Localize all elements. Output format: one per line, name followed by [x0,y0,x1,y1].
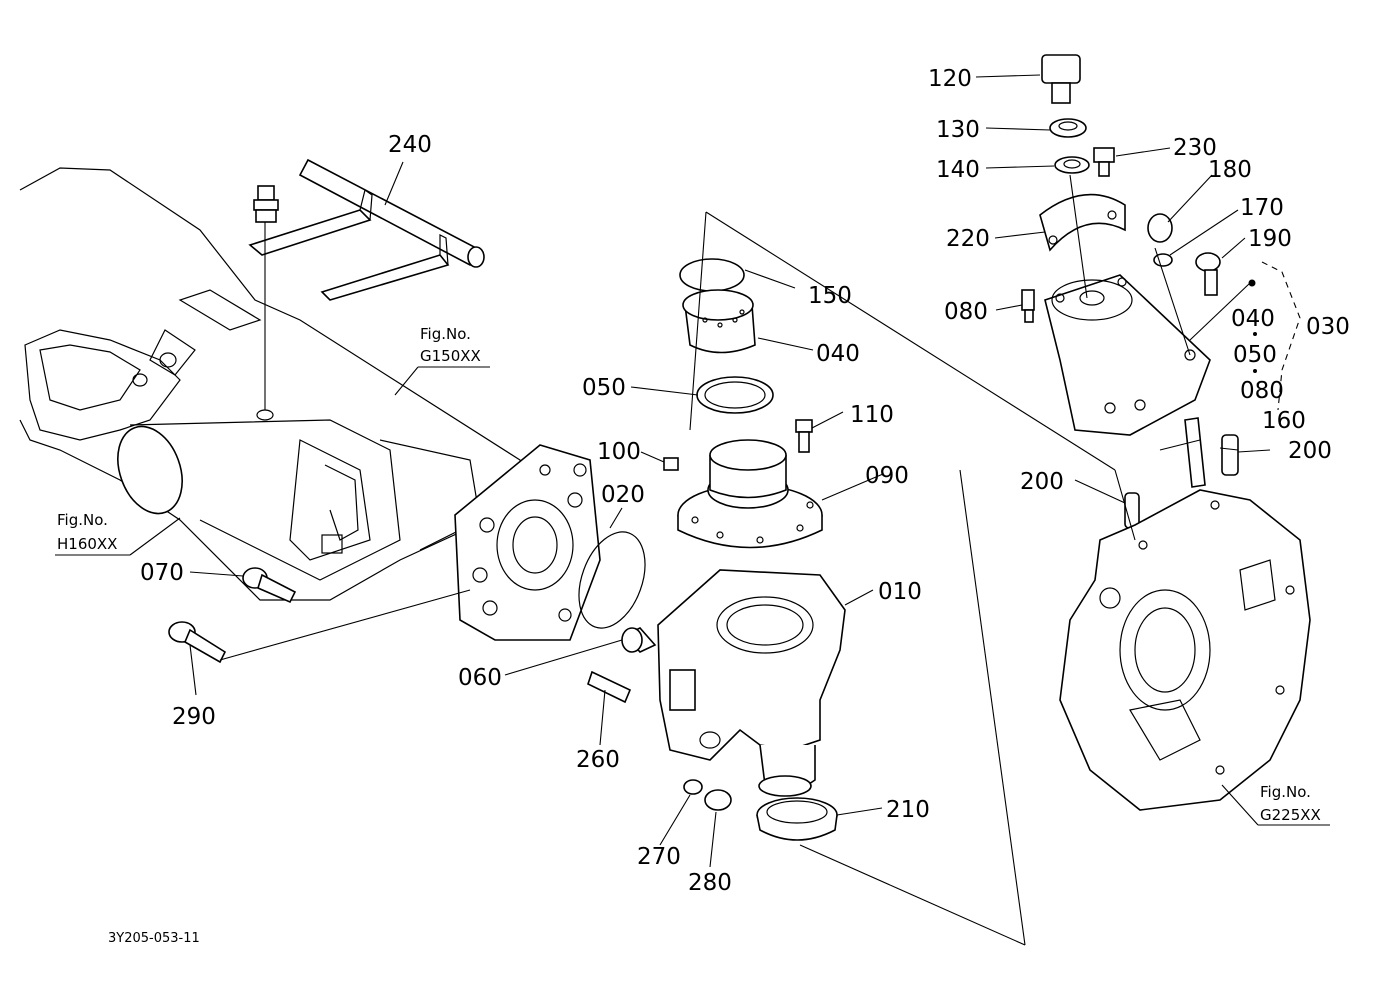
fig-ref-h160-line2: H160XX [57,535,117,553]
part-label-200-left: 200 [1020,469,1064,495]
part-label-210: 210 [886,797,930,823]
part-label-220: 220 [946,226,990,252]
part-label-080-upper: 080 [944,299,988,325]
part-label-060: 060 [458,665,502,691]
bracket-220-drawing [1039,193,1126,252]
part-label-090: 090 [865,463,909,489]
seal-210-drawing [756,797,838,841]
bracket-240-drawing [248,158,485,301]
part-label-280: 280 [688,870,732,896]
axle-housing-drawing [19,167,531,601]
part-label-010: 010 [878,579,922,605]
leader-lines [55,74,1330,946]
part-label-100: 100 [597,439,641,465]
stud-260-drawing [587,670,632,704]
fig-ref-g225-line1: Fig.No. [1260,783,1311,801]
part-label-040-right: 040 [1231,306,1275,332]
part-label-110: 110 [850,402,894,428]
part-label-180: 180 [1208,157,1252,183]
collar-180-drawing [1147,213,1173,243]
cap-150-drawing [679,258,745,292]
grease-nipple-080-drawing [1021,289,1035,323]
pin-200b-drawing [1221,434,1239,476]
part-label-030: 030 [1306,314,1350,340]
bolt-110-drawing [795,419,813,453]
part-label-230: 230 [1173,135,1217,161]
transmission-case-drawing [1059,489,1311,811]
bushing-040-drawing [682,289,756,354]
bolt-190-drawing [1195,252,1221,296]
nut-280-drawing [704,789,732,811]
plug-100-drawing [663,457,679,471]
bolt-070-drawing [242,567,297,604]
part-labels: 120 130 140 230 180 170 190 220 080 040 … [140,66,1350,896]
retainer-090-drawing [677,439,823,549]
drawing-number: 3Y205-053-11 [108,931,200,946]
washer-140-drawing [1054,156,1090,174]
flange-plate-drawing [454,444,601,641]
callout-dot-040-050 [1253,332,1257,336]
bolt-290-drawing [168,621,227,664]
fig-ref-g150-line1: Fig.No. [420,325,471,343]
part-label-050-right: 050 [1233,342,1277,368]
fig-ref-g150-line2: G150XX [420,347,481,365]
washer-270-drawing [683,779,703,795]
part-label-270: 270 [637,844,681,870]
collar-060-drawing [621,627,657,653]
part-label-050-left: 050 [582,375,626,401]
bolt-120-drawing [1041,54,1081,104]
ring-050-drawing [696,376,774,414]
fig-ref-g225-line2: G225XX [1260,806,1321,824]
part-label-040-left: 040 [816,341,860,367]
part-label-160: 160 [1262,408,1306,434]
part-label-140: 140 [936,157,980,183]
fig-ref-h160-line1: Fig.No. [57,511,108,529]
housing-030-drawing [1044,274,1211,436]
spring-160-drawing [1184,417,1206,488]
part-label-020: 020 [601,482,645,508]
part-label-290: 290 [172,704,216,730]
part-label-170: 170 [1240,195,1284,221]
part-label-200-right: 200 [1288,438,1332,464]
washer-170-drawing [1153,253,1173,267]
part-label-130: 130 [936,117,980,143]
part-label-260: 260 [576,747,620,773]
callout-dot-050-080 [1253,369,1257,373]
part-label-070: 070 [140,560,184,586]
part-label-240: 240 [388,132,432,158]
o-ring-020-drawing [578,531,646,629]
part-label-190: 190 [1248,226,1292,252]
figure-references: Fig.No. G150XX Fig.No. H160XX Fig.No. G2… [57,325,1321,824]
part-label-120: 120 [928,66,972,92]
bolt-230-drawing [1093,147,1115,177]
part-label-080-lower: 080 [1240,378,1284,404]
callout-dot-030 [1248,279,1256,287]
part-label-150: 150 [808,283,852,309]
nut-130-drawing [1049,118,1087,138]
case-010-drawing [657,569,846,797]
